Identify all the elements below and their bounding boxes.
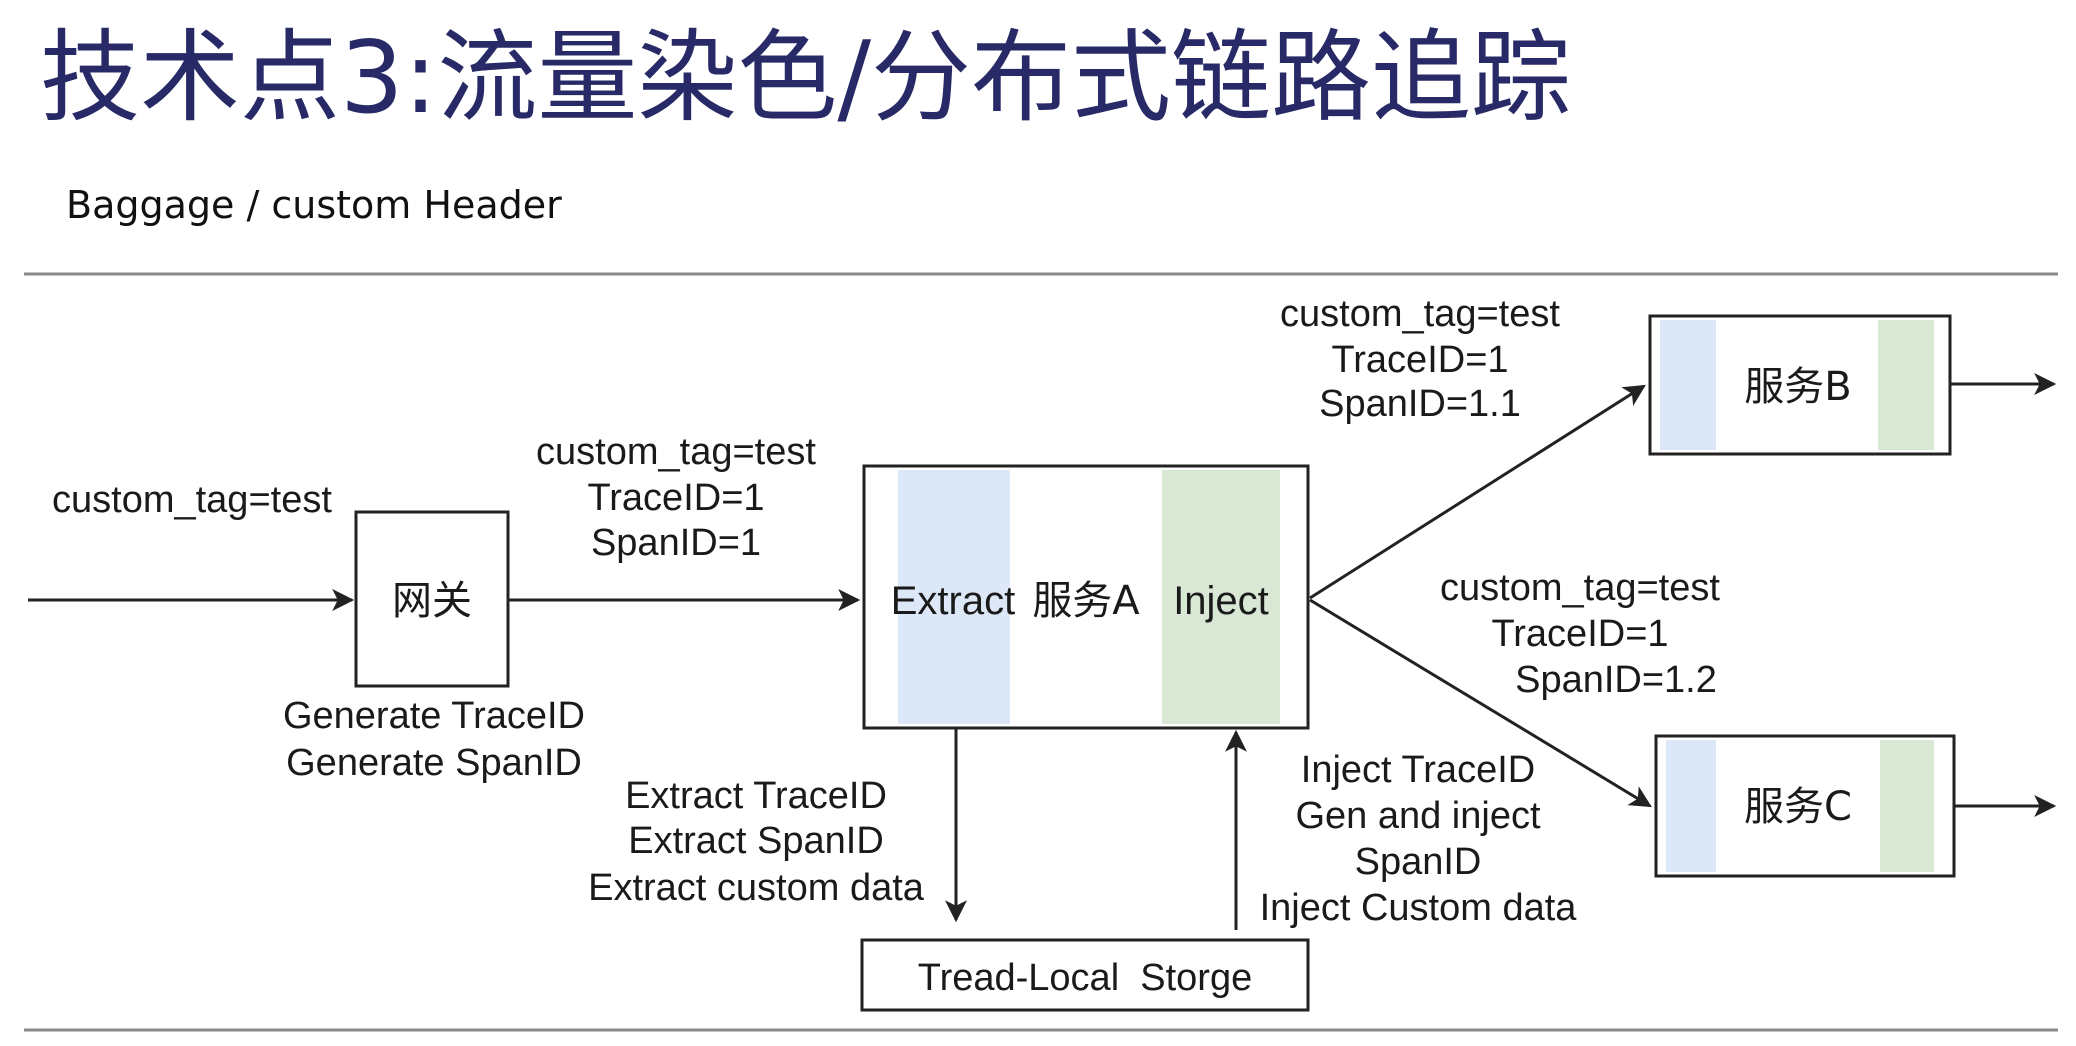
service-b-inject-band xyxy=(1878,320,1934,450)
gw-to-a-spanid: SpanID=1 xyxy=(591,522,761,564)
inject-note: Inject Custom data xyxy=(1260,887,1578,929)
extract-note: Extract custom data xyxy=(588,867,925,909)
gw-to-a-traceid: TraceID=1 xyxy=(587,477,764,519)
incoming-label: custom_tag=test xyxy=(52,479,332,521)
extract-note: Extract TraceID xyxy=(625,775,887,817)
service-c-name: 服务C xyxy=(1744,784,1852,830)
service-c-extract-band xyxy=(1666,740,1716,872)
service-b-name: 服务B xyxy=(1744,364,1851,410)
gateway-box xyxy=(354,510,510,688)
service-a-extract-label: Extract xyxy=(891,579,1015,623)
service-a-name: 服务A xyxy=(1032,578,1140,624)
inject-note: Inject TraceID xyxy=(1301,749,1535,791)
gw-to-a-tag: custom_tag=test xyxy=(536,431,816,473)
service-a-inject-label: Inject xyxy=(1173,579,1269,623)
storage-label: Tread-Local Storge xyxy=(918,957,1252,999)
gateway-note: Generate TraceID xyxy=(283,695,585,737)
a-to-c-traceid: TraceID=1 xyxy=(1491,613,1668,655)
inject-note: SpanID xyxy=(1355,841,1482,883)
extract-band xyxy=(898,470,1010,724)
service-b-extract-band xyxy=(1660,320,1716,450)
service-a-to-c-arrow xyxy=(1309,598,1652,808)
a-to-c-spanid: SpanID=1.2 xyxy=(1515,659,1717,701)
storage-box xyxy=(860,938,1310,1012)
a-to-c-tag: custom_tag=test xyxy=(1440,567,1720,609)
gateway-label: 网关 xyxy=(392,578,472,624)
slide-subtitle: Baggage / custom Header xyxy=(66,183,562,227)
service-a-to-b-arrow xyxy=(1309,384,1646,600)
a-to-b-spanid: SpanID=1.1 xyxy=(1319,383,1521,425)
inject-note: Gen and inject xyxy=(1295,795,1540,837)
service-c-inject-band xyxy=(1880,740,1934,872)
gateway-note: Generate SpanID xyxy=(286,742,582,784)
a-to-b-traceid: TraceID=1 xyxy=(1331,339,1508,381)
extract-note: Extract SpanID xyxy=(628,820,884,862)
inject-band xyxy=(1162,470,1280,724)
a-to-b-tag: custom_tag=test xyxy=(1280,293,1560,335)
slide-title: 技术点3:流量染色/分布式链路追踪 xyxy=(40,19,1571,136)
